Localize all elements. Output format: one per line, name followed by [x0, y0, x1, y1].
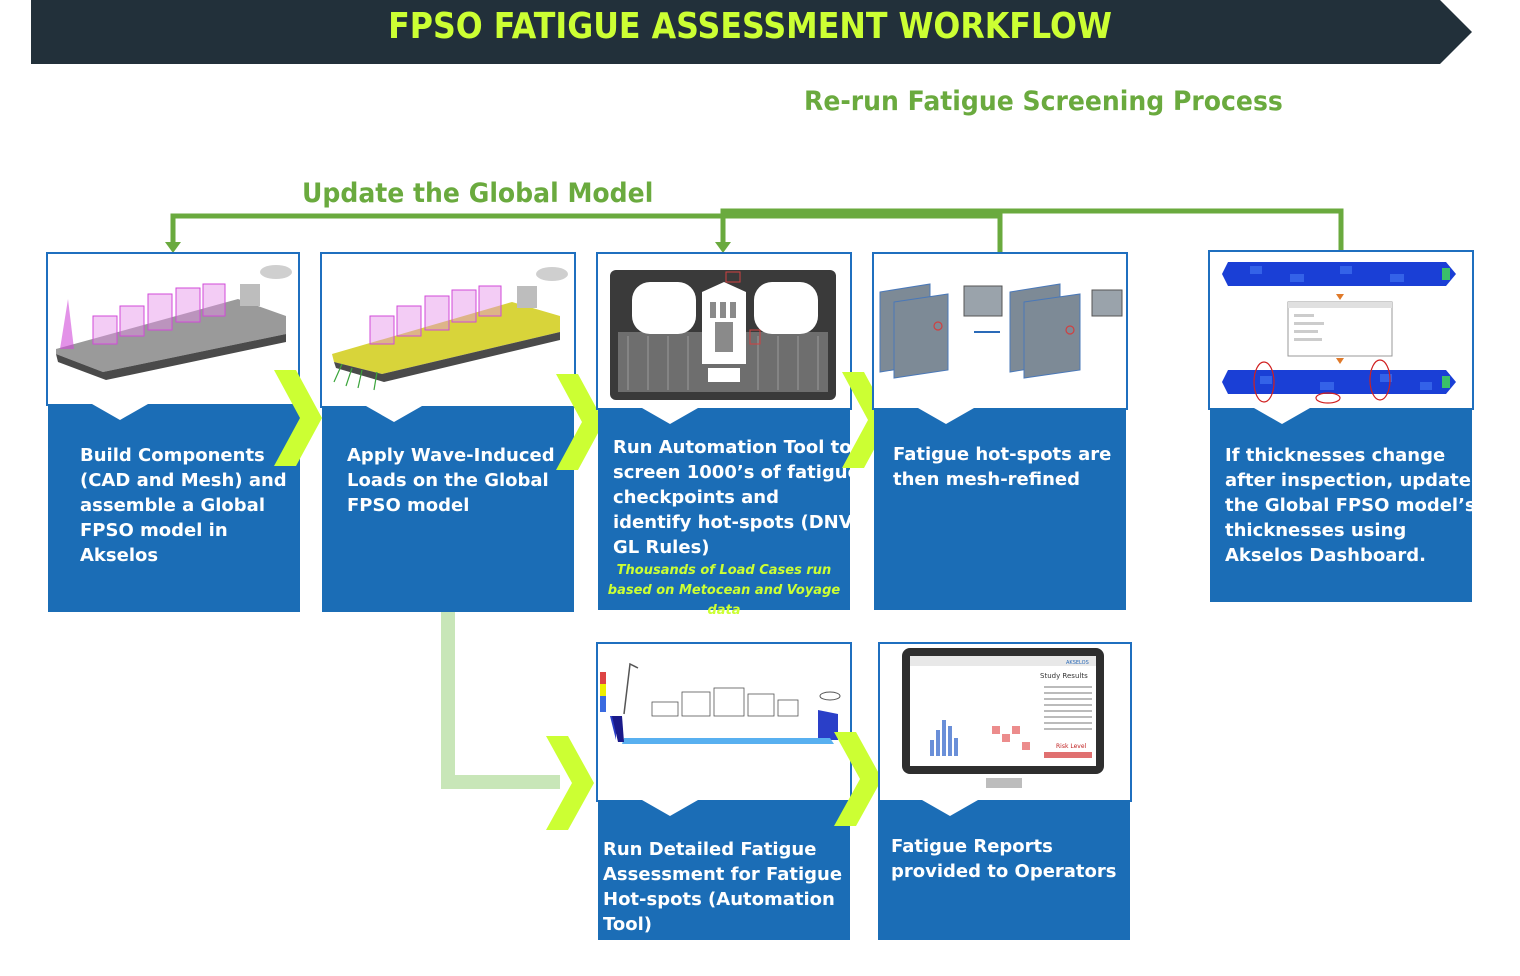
detailed-notch	[642, 800, 698, 816]
refine-thumbnail	[872, 252, 1128, 410]
study-results-label: Study Results	[1040, 672, 1088, 680]
screen-notch	[642, 408, 698, 424]
build-thumbnail	[46, 252, 300, 406]
detailed-card	[598, 800, 850, 940]
page-title: FPSO FATIGUE ASSESSMENT WORKFLOW	[388, 6, 1112, 47]
reports-thumbnail: Study Results Risk Level AKSELOS	[878, 642, 1132, 802]
refine-card	[874, 408, 1126, 610]
loads-card	[322, 406, 574, 612]
thickness-notch	[1254, 408, 1310, 424]
reports-notch	[922, 800, 978, 816]
update-loop-label: Update the Global Model	[302, 178, 654, 209]
reports-card	[878, 800, 1130, 940]
title-banner	[31, 0, 1472, 64]
build-card	[48, 404, 300, 612]
screen-note: Thousands of Load Cases run based on Met…	[607, 563, 841, 618]
flow-chevron-4	[546, 736, 594, 830]
reports-text: Fatigue Reports provided to Operators	[891, 836, 1117, 882]
thickness-text: If thicknesses change after inspection, …	[1225, 445, 1476, 566]
detailed-thumbnail	[596, 642, 852, 802]
refine-notch	[918, 408, 974, 424]
dashboard-brand-label: AKSELOS	[1066, 660, 1089, 666]
thickness-card	[1210, 408, 1472, 602]
rerun-loop-label: Re-run Fatigue Screening Process	[804, 86, 1283, 117]
loads-notch	[366, 406, 422, 422]
screen-text: Run Automation Tool to screen 1000’s of …	[613, 437, 860, 558]
flow-chevron-5	[834, 732, 882, 826]
build-text: Build Components (CAD and Mesh) and asse…	[80, 445, 287, 566]
flow-chevron-2	[556, 374, 604, 470]
build-notch	[92, 404, 148, 420]
risk-level-label: Risk Level	[1056, 743, 1087, 750]
loads-thumbnail	[320, 252, 576, 408]
thickness-thumbnail	[1208, 250, 1474, 410]
loads-text: Apply Wave-Induced Loads on the Global F…	[347, 445, 555, 516]
screen-thumbnail	[596, 252, 852, 410]
refine-text: Fatigue hot-spots are then mesh-refined	[893, 444, 1112, 490]
screen-card	[598, 408, 850, 610]
flow-chevron-1	[274, 370, 322, 466]
detailed-text: Run Detailed Fatigue Assessment for Fati…	[603, 839, 843, 935]
